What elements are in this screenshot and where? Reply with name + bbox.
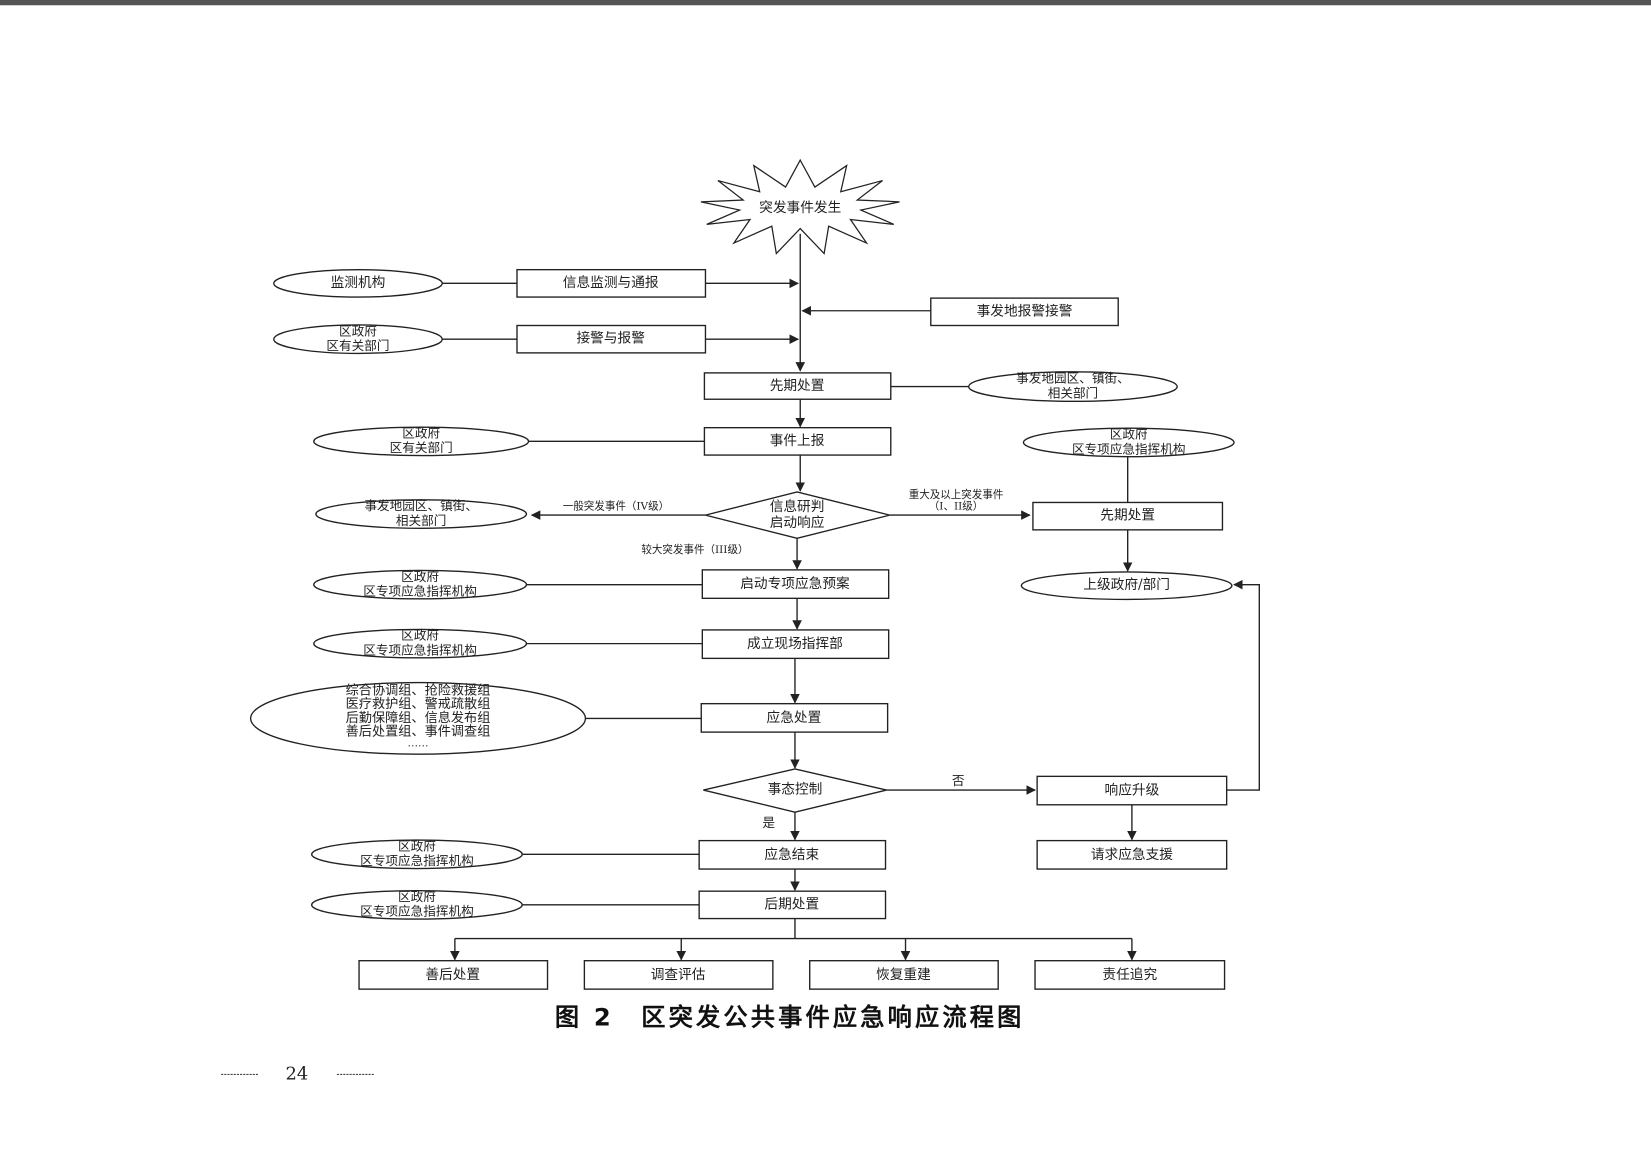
large-event-label: 较大突发事件（III级） xyxy=(641,543,748,556)
group-line: 善后处置组、事件调查组 xyxy=(346,724,491,740)
gov-dept-line: 区政府 xyxy=(339,323,377,338)
local-units-oval-2 xyxy=(315,499,528,529)
major-event-label: 重大及以上突发事件 xyxy=(909,488,1004,501)
info-monitor-label: 信息监测与通报 xyxy=(563,274,659,291)
yes-label: 是 xyxy=(762,815,775,830)
escalate-label: 响应升级 xyxy=(1105,782,1160,799)
local-units-oval-1 xyxy=(968,371,1178,403)
post-handling-box xyxy=(698,890,887,920)
gov-cmd-line: 区专项应急指挥机构 xyxy=(1072,441,1186,456)
start-node: 突发事件发生 xyxy=(759,200,841,216)
gov-cmd-line: 区政府 xyxy=(398,889,436,904)
request-support-label: 请求应急支援 xyxy=(1091,846,1173,863)
local-alarm-label: 事发地报警接警 xyxy=(977,302,1073,319)
local-units-line: 事发地园区、镇街、 xyxy=(1016,371,1130,386)
gov-cmd-line: 区政府 xyxy=(1110,427,1148,442)
group-line: …… xyxy=(408,738,429,750)
outcome-label: 善后处置 xyxy=(425,967,480,983)
gov-dept-line: 区有关部门 xyxy=(326,338,389,353)
gov-cmd-oval-right xyxy=(1022,427,1235,458)
request-support-box xyxy=(1036,839,1228,870)
early-handling-right-box xyxy=(1032,501,1224,531)
report-label: 事件上报 xyxy=(770,433,825,449)
gov-cmd-line: 区专项应急指挥机构 xyxy=(360,904,474,919)
start-plan-label: 启动专项应急预案 xyxy=(740,575,850,592)
local-units-line: 相关部门 xyxy=(1048,385,1098,400)
outcome-box xyxy=(809,960,999,990)
monitor-org-label: 监测机构 xyxy=(331,275,386,291)
gov-cmd-line: 区专项应急指挥机构 xyxy=(363,584,477,599)
alarm-box xyxy=(516,324,707,354)
alarm-label: 接警与报警 xyxy=(576,330,645,347)
outcome-label: 责任追究 xyxy=(1102,967,1157,983)
gov-cmd-line: 区专项应急指挥机构 xyxy=(360,853,474,868)
local-alarm-box xyxy=(930,297,1119,327)
group-line: 医疗救护组、警戒疏散组 xyxy=(346,696,491,712)
local-units-line: 事发地园区、镇街、 xyxy=(364,498,478,513)
assess-line: 信息研判 xyxy=(770,498,825,515)
start-plan-box xyxy=(701,569,890,600)
figure-caption: 图 2 区突发公共事件应急响应流程图 xyxy=(555,1004,1025,1032)
outcome-label: 恢复重建 xyxy=(876,966,931,983)
assess-line: 启动响应 xyxy=(770,514,825,531)
arrow xyxy=(1226,579,1260,791)
post-handling-label: 后期处置 xyxy=(764,896,819,912)
field-hq-box xyxy=(701,629,890,660)
outcome-box xyxy=(358,960,549,990)
early-handling-label: 先期处置 xyxy=(770,378,825,394)
early-handling-right-label: 先期处置 xyxy=(1100,508,1155,524)
outcome-box xyxy=(1034,960,1226,990)
superior-gov-label: 上级政府/部门 xyxy=(1083,577,1170,593)
general-event-label: 一般突发事件（IV级） xyxy=(563,500,669,513)
group-line: 综合协调组、抢险救援组 xyxy=(346,682,491,699)
starburst-shape xyxy=(700,158,900,255)
control-label: 事态控制 xyxy=(768,782,823,798)
end-label: 应急结束 xyxy=(764,846,819,863)
emergency-handling-label: 应急处置 xyxy=(767,709,822,726)
outcome-label: 调查评估 xyxy=(651,967,706,983)
info-monitor-box xyxy=(516,268,707,298)
superior-gov-oval xyxy=(1020,571,1233,601)
group-line: 后勤保障组、信息发布组 xyxy=(346,709,491,726)
gov-dept-line: 区有关部门 xyxy=(390,440,453,455)
report-box xyxy=(703,426,892,456)
page-number: 24 xyxy=(286,1063,309,1084)
major-event-label: （I、II级） xyxy=(929,501,984,513)
no-label: 否 xyxy=(952,773,965,788)
gov-cmd-line: 区专项应急指挥机构 xyxy=(363,642,477,657)
scan-top-border xyxy=(0,0,1651,6)
gov-cmd-line: 区政府 xyxy=(401,628,439,643)
gov-dept-line: 区政府 xyxy=(402,425,440,440)
gov-cmd-line: 区政府 xyxy=(398,838,436,853)
field-hq-label: 成立现场指挥部 xyxy=(747,636,843,652)
local-units-line: 相关部门 xyxy=(396,513,446,528)
gov-cmd-line: 区政府 xyxy=(401,569,439,584)
outcome-box xyxy=(583,960,774,990)
